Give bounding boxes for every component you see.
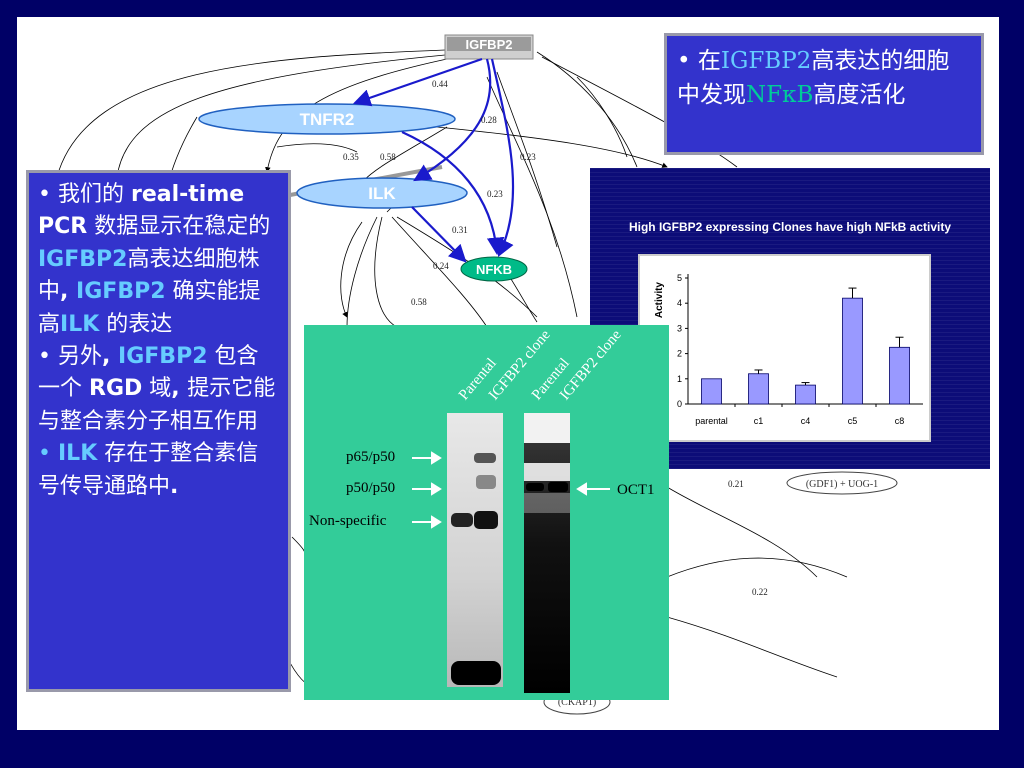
gdf1-node: (GDF1) + UOG-1 [786,471,898,495]
y-tick-label: 0 [677,399,682,409]
band-label-p50-p50: p50/p50 [346,480,396,496]
bullet-text: , [171,376,188,402]
chart-title: High IGFBP2 expressing Clones have high … [628,220,952,234]
igfbp2-node: IGFBP2 [444,34,534,60]
bullet-text: 确实能提高 [38,279,261,337]
y-tick-label: 4 [677,298,682,308]
bullet-text: 高表达细胞株中 [38,246,260,305]
igfbp2-label: IGFBP2 [466,37,513,52]
ilk-term: ILK [57,441,98,467]
y-tick-label: 2 [677,349,682,359]
nfkb-activation-callout: • 在IGFBP2高表达的细胞中发现NFκB高度活化 [664,33,984,155]
edge-weight-label: 0.31 [452,225,468,235]
callout-text: 高度活化 [813,82,906,108]
bullet-text: 提示它能与整合素分子相互作用 [38,376,276,434]
ckap1-label: (CKAP1) [558,697,596,708]
nfkb-label: NFKB [476,262,512,277]
y-tick-label: 3 [677,323,682,333]
findings-bullet-list: • 我们的 real-time PCR 数据显示在稳定的IGFBP2高表达细胞株… [26,170,291,692]
bar-parental [701,378,722,405]
bullet-text: . [170,473,179,499]
bullet-text: 的表达 [99,311,173,337]
callout-text: 在 [697,48,721,74]
bullet-text: 域 [142,376,172,402]
nfkb-term: NFκB [746,82,814,108]
bar-c5 [842,297,863,405]
edge-weight-label: 0.23 [487,189,503,199]
bullet: • [38,182,58,207]
igfbp2-term: IGFBP2 [38,246,128,272]
bullet-item-ilk: • ILK 存在于整合素信号传导通路中. [38,438,279,503]
bullet-text: 我们的 [57,182,131,207]
x-tick-label-parental: parental [695,416,728,426]
band-label-non-specific: Non-specific [309,513,387,529]
pathway-network-diagram: IGFBP2 TNFR2 ILK NFKB (GDF1) + UOG-1 (CK… [55,34,898,715]
oct1-gel [524,413,570,693]
emsa-gel-panel: Parental IGFBP2 clone Parental IGFBP2 cl… [304,325,669,700]
ilk-label: ILK [368,184,396,203]
bar-c1 [748,373,769,405]
bullet-item-pcr: • 我们的 real-time PCR 数据显示在稳定的 IGFBP2高表达细胞株… [38,179,279,341]
y-tick-label: 1 [677,374,682,384]
band-label-oct1: OCT1 [617,482,655,498]
bullet-text: 存在于整合素信号传导通路中 [38,441,259,499]
tnfr2-node: TNFR2 [198,103,456,135]
band-label-p65-p50: p65/p50 [346,449,396,465]
bullet: • [38,441,58,467]
ilk-node: ILK [296,177,468,209]
band-arrows [412,451,610,529]
edge-weight-label: 0.21 [728,479,744,489]
nfkb-gel [447,413,503,687]
igfbp2-term: IGFBP2 [118,344,208,370]
edge-weight-label: 0.35 [343,152,359,162]
gdf1-label: (GDF1) + UOG-1 [806,479,878,490]
igfbp2-term: IGFBP2 [720,48,812,74]
igfbp2-term: IGFBP2 [76,279,166,305]
gel-lanes-image [412,413,610,693]
bullet-text: , [102,344,119,370]
bullet-text: 另外 [57,344,102,370]
bullet-text: 包含一个 [38,344,259,402]
highlight-edges [352,57,515,263]
bar-c4 [795,384,816,405]
edge-weight-label: 0.24 [433,261,449,271]
edge-weight-label: 0.58 [380,152,396,162]
bullet-item-rgd: • 另外, IGFBP2 包含一个 RGD 域, 提示它能与整合素分子相互作用 [38,341,279,438]
tnfr2-label: TNFR2 [300,110,355,129]
bullet: • [677,48,698,74]
x-tick-label-c8: c8 [895,416,905,426]
edge-weight-label: 0.44 [432,79,448,89]
rgd-term: RGD [89,376,143,402]
edge-weight-label: 0.28 [481,115,497,125]
callout-text: 高表达的细胞中发现 [677,48,950,108]
edge-weight-label: 0.58 [411,297,427,307]
edge-weight-label: 0.22 [752,587,768,597]
y-axis-label: Activity [654,282,665,319]
pcr-term: real-time PCR [38,182,245,240]
bullet: • [38,344,58,370]
ilk-term: ILK [60,311,100,337]
x-tick-label-c5: c5 [848,416,858,426]
bar-c8 [889,346,910,405]
edge-weight-label: 0.23 [520,152,536,162]
x-tick-label-c4: c4 [801,416,811,426]
y-tick-label: 5 [677,273,682,283]
bullet-text: 数据显示在稳定的 [87,214,271,240]
bullet-text: , [60,279,77,305]
nfkb-node: NFKB [460,256,528,282]
x-tick-label-c1: c1 [754,416,764,426]
